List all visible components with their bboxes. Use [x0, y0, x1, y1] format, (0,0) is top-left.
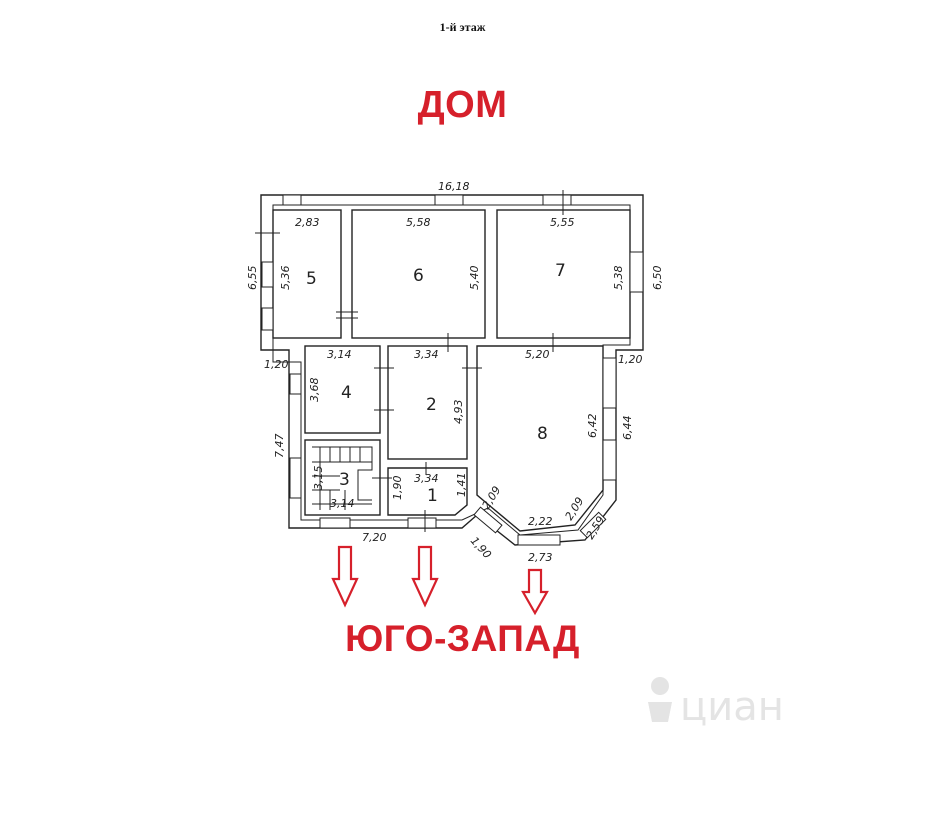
dim-bay-bottom: 2,73 — [528, 551, 553, 564]
dim-room7-width: 5,55 — [550, 216, 575, 229]
outer-wall — [260, 194, 644, 546]
direction-label: ЮГО-ЗАПАД — [345, 618, 580, 659]
dim-bay-center: 2,22 — [528, 515, 553, 528]
dim-room6-height: 5,40 — [468, 266, 481, 291]
room-number-3: 3 — [339, 470, 350, 490]
dim-room8-height: 6,42 — [586, 414, 599, 439]
door-marks — [255, 190, 564, 532]
dim-room4-height: 3,68 — [308, 378, 321, 403]
dim-right-outer: 6,50 — [651, 266, 664, 291]
room-1-outline — [387, 467, 468, 516]
dim-left-lower: 7,47 — [273, 434, 286, 459]
house-title: ДОМ — [417, 84, 508, 126]
dim-room8-outer: 6,44 — [621, 416, 634, 441]
dim-room2-height: 4,93 — [452, 400, 465, 425]
dim-room1-width: 3,34 — [414, 472, 439, 485]
dim-room7-height: 5,38 — [612, 266, 625, 291]
dim-room5-height: 5,36 — [279, 266, 292, 291]
dim-room4-width: 3,14 — [327, 348, 352, 361]
dim-bay-left: 2,09 — [480, 484, 504, 512]
direction-arrow-right — [521, 568, 549, 616]
dim-room2-width: 3,34 — [414, 348, 439, 361]
dim-room1-right: 1,41 — [455, 473, 468, 498]
dim-bay-right: 2,09 — [563, 495, 587, 523]
room-number-2: 2 — [426, 395, 437, 415]
room-2-outline — [387, 345, 468, 460]
watermark-text: циан — [680, 684, 784, 730]
dim-room3-width: 3,14 — [330, 497, 355, 510]
dim-bottom-left: 7,20 — [362, 531, 387, 544]
direction-arrow-left — [331, 545, 359, 608]
room-number-8: 8 — [537, 424, 548, 444]
dim-room5-width: 2,83 — [295, 216, 320, 229]
room-number-1: 1 — [427, 486, 438, 506]
room-6-outline — [351, 209, 486, 339]
floor-caption: 1-й этаж — [439, 20, 486, 34]
dim-top-total: 16,18 — [438, 180, 470, 193]
direction-arrow-middle — [411, 545, 439, 608]
outer-wall-inner — [272, 204, 631, 536]
dim-bay-left-outer: 1,90 — [468, 534, 494, 561]
room-number-7: 7 — [555, 261, 566, 281]
staircase — [312, 446, 373, 510]
dim-room1-left: 1,90 — [391, 476, 404, 501]
dim-left-outer: 6,55 — [246, 266, 259, 291]
dim-room3-height: 3,15 — [312, 466, 325, 491]
windows — [261, 194, 644, 546]
dim-room8-width: 5,20 — [525, 348, 550, 361]
room-4-outline — [304, 345, 381, 434]
room-number-4: 4 — [341, 383, 352, 403]
dim-room6-width: 5,58 — [406, 216, 431, 229]
watermark: циан — [648, 677, 784, 730]
dim-right-offset: 1,20 — [618, 353, 643, 366]
dim-left-offset: 1,20 — [264, 358, 289, 371]
room-number-5: 5 — [306, 269, 317, 289]
room-number-6: 6 — [413, 266, 424, 286]
